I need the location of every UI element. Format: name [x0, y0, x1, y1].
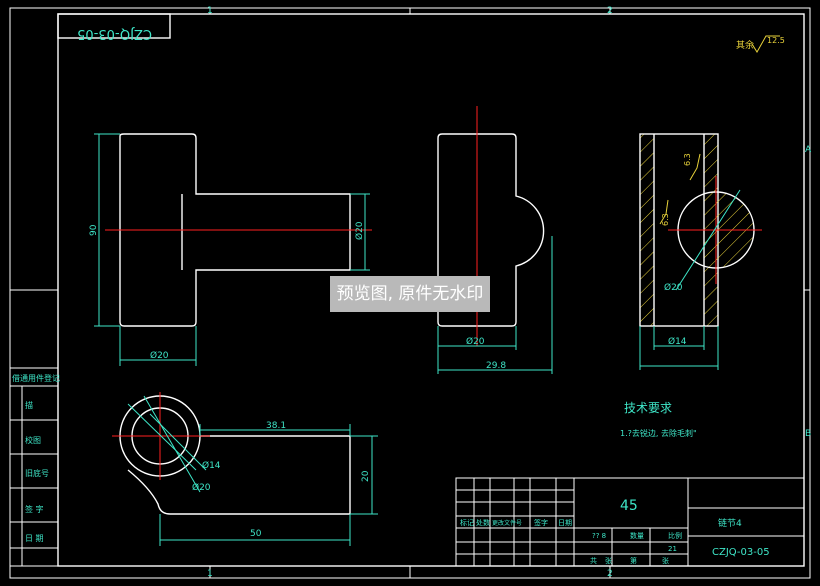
- title-row-label-3: 更改文件号: [492, 519, 522, 527]
- drawing-number: CZJQ-03-05: [712, 547, 770, 558]
- dim-front-height: 90: [89, 224, 99, 236]
- side-block-item-1: 借通用件登记: [12, 373, 60, 383]
- side-block: [9, 367, 59, 567]
- title-cell-b: 数量: [630, 531, 644, 540]
- frame-mark-bottom-2: 2: [607, 569, 613, 579]
- side-block-item-6: 日 期: [25, 534, 44, 543]
- tech-requirements-line1: 1.?去锐边, 去除毛刺": [620, 428, 697, 438]
- title-cell-h: 张: [662, 556, 669, 565]
- material: 45: [620, 498, 638, 514]
- title-cell-g: 第: [630, 556, 637, 565]
- dim-side-width: 29.8: [486, 361, 506, 371]
- title-row-label-5: 日期: [558, 519, 572, 527]
- mirrored-drawing-number: CZJQ-03-05: [77, 26, 152, 41]
- dim-section-bottom: Ø14: [668, 336, 687, 347]
- side-block-item-4: 旧底号: [25, 468, 49, 478]
- tech-requirements-heading: 技术要求: [624, 401, 672, 415]
- title-row-label-2: 处数: [476, 518, 490, 527]
- roughness-label: 其余: [736, 39, 754, 51]
- dim-side-bottom: Ø20: [466, 336, 485, 347]
- title-cell-a: ?? 8: [592, 532, 606, 540]
- title-block: [455, 477, 805, 567]
- side-block-item-3: 校图: [25, 435, 41, 445]
- section-roughness-1: 6.3: [683, 153, 692, 166]
- dim-front-shaft: Ø20: [354, 221, 365, 240]
- mirrored-number-box: [57, 13, 171, 39]
- roughness-value: 12.5: [767, 36, 785, 45]
- section-view: [639, 133, 762, 370]
- top-view: [112, 392, 378, 546]
- frame-mark-top-2: 2: [607, 6, 613, 16]
- title-cell-f: 张: [605, 556, 612, 565]
- title-cell-c: 比例: [668, 531, 682, 540]
- title-row-label-1: 标记: [460, 518, 474, 527]
- dim-top-height: 20: [361, 470, 371, 482]
- frame-mark-right-a: A: [805, 145, 812, 155]
- frame-mark-right-b: B: [805, 429, 811, 439]
- watermark-banner: 预览图, 原件无水印: [330, 276, 490, 312]
- dim-top-total: 50: [250, 529, 262, 539]
- section-roughness-2: 6.3: [661, 213, 670, 226]
- frame-mark-top-1: 1: [207, 6, 213, 16]
- part-name: 链节4: [718, 517, 742, 529]
- dim-section-circle: Ø20: [664, 282, 683, 293]
- dim-front-bottom: Ø20: [150, 350, 169, 361]
- dim-top-ring-outer: Ø20: [192, 482, 211, 493]
- front-view: [94, 133, 372, 366]
- dim-top-length: 38.1: [266, 421, 286, 431]
- frame-mark-bottom-1: 1: [207, 569, 213, 579]
- side-view: [437, 106, 553, 374]
- title-cell-e: 共: [590, 556, 597, 565]
- title-row-label-4: 签字: [534, 518, 548, 527]
- title-cell-d: 21: [668, 545, 677, 553]
- dim-top-ring-inner: Ø14: [202, 460, 221, 471]
- roughness-icon: [751, 35, 780, 53]
- side-block-item-5: 签 字: [25, 504, 44, 514]
- side-block-item-2: 描: [25, 400, 33, 410]
